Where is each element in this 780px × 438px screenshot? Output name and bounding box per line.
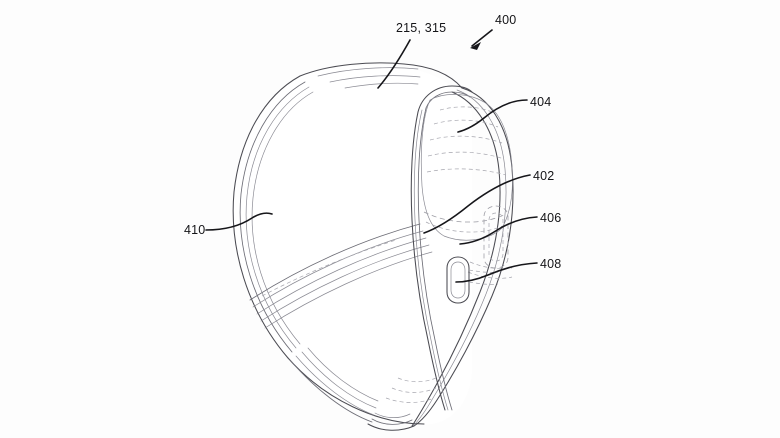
leader-400 — [471, 29, 493, 47]
side-recess-panel-406 — [467, 205, 513, 279]
band-right-loop — [411, 87, 514, 427]
ref-label-410: 410 — [184, 223, 205, 237]
band-bottom-curl — [289, 347, 437, 431]
band-stripe-lower — [249, 223, 433, 329]
inner-surface-hidden-lines — [426, 106, 507, 176]
ref-label-400: 400 — [495, 13, 516, 27]
side-button-408[interactable] — [446, 256, 499, 304]
leader-lines — [205, 29, 538, 283]
leader-410 — [205, 212, 273, 231]
leader-406 — [459, 216, 538, 245]
band-outer-silhouette — [232, 62, 463, 425]
ref-label-215-315: 215, 315 — [396, 21, 446, 35]
band-inner-wall — [410, 85, 473, 411]
ref-label-402: 402 — [533, 169, 554, 183]
ref-label-404: 404 — [530, 95, 551, 109]
reference-numerals: 215, 315 400 404 402 406 408 410 — [184, 13, 561, 271]
ref-label-406: 406 — [540, 211, 561, 225]
disc-hidden-contours — [261, 239, 397, 297]
leader-400-arrowhead — [470, 42, 481, 50]
leader-215-315 — [377, 39, 411, 89]
leader-402 — [423, 174, 531, 234]
leader-404 — [457, 99, 528, 133]
ref-label-408: 408 — [540, 257, 561, 271]
device-body-fills — [232, 65, 472, 425]
leader-408 — [455, 262, 538, 283]
